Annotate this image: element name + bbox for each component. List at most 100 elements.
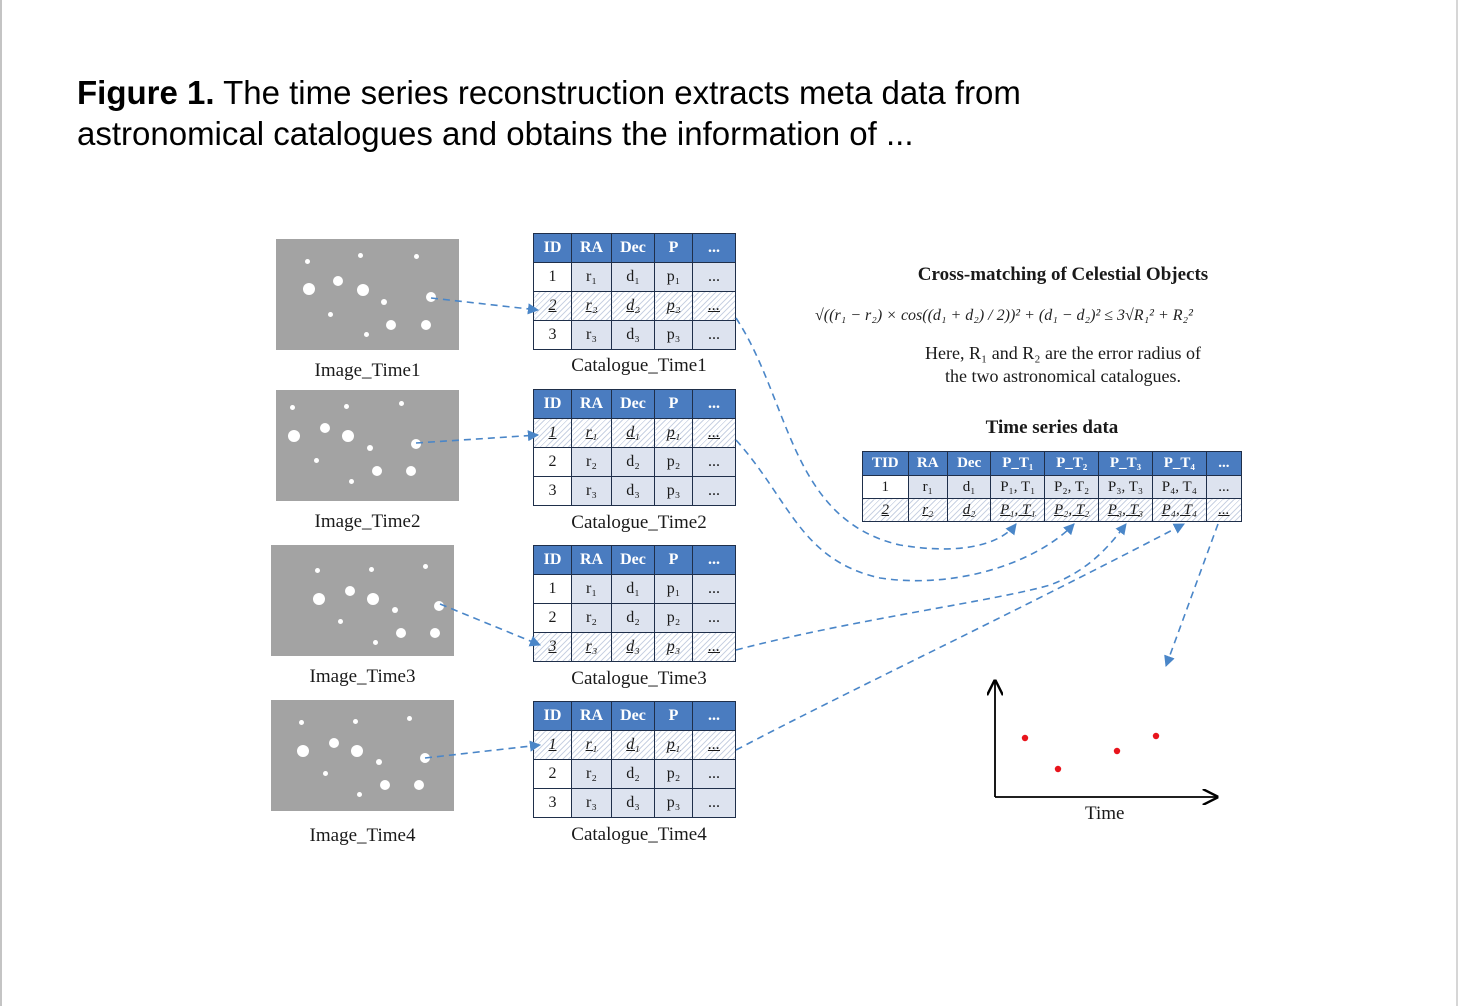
catalogue-cell: p₁ bbox=[654, 574, 693, 604]
catalogue-cell: ... bbox=[692, 320, 736, 350]
star bbox=[426, 292, 436, 302]
star bbox=[406, 466, 416, 476]
catalogue-cell: d₃ bbox=[611, 320, 655, 350]
catalogue-cell: d₁ bbox=[611, 262, 655, 292]
catalogue-cell: r₂ bbox=[571, 759, 612, 789]
sky-image-time1 bbox=[276, 239, 459, 350]
scatter-plot bbox=[995, 681, 1217, 797]
star bbox=[315, 568, 320, 573]
arrow-catalogue3-to-timeseries bbox=[735, 523, 1127, 651]
catalogue-cell: 2 bbox=[533, 603, 572, 633]
timeseries-cell: r₁ bbox=[907, 475, 948, 499]
arrow-image3-to-catalogue3 bbox=[439, 603, 542, 647]
star bbox=[430, 628, 440, 638]
catalogue-cell: r₁ bbox=[571, 730, 612, 760]
star bbox=[357, 284, 369, 296]
catalogue-cell: p₂ bbox=[654, 447, 693, 477]
catalogue-cell: r₂ bbox=[571, 447, 612, 477]
catalogue-cell: ... bbox=[692, 788, 736, 818]
star bbox=[305, 259, 310, 264]
timeseries-cell: P₁, T₁ bbox=[990, 498, 1046, 522]
catalogue-cell: ... bbox=[692, 476, 736, 506]
star bbox=[364, 332, 369, 337]
star bbox=[329, 738, 339, 748]
caption-text: The time series reconstruction extracts … bbox=[77, 74, 1021, 152]
catalogue-header-cell: ... bbox=[692, 233, 736, 263]
plot-x-label: Time bbox=[1085, 803, 1125, 824]
star bbox=[288, 430, 300, 442]
catalogue-cell: d₁ bbox=[611, 418, 655, 448]
star bbox=[369, 567, 374, 572]
star bbox=[414, 780, 424, 790]
star bbox=[392, 607, 398, 613]
catalogue-cell: d₂ bbox=[611, 447, 655, 477]
frame-border-right bbox=[1456, 0, 1458, 1006]
catalogue-cell: r₃ bbox=[571, 788, 612, 818]
timeseries-header-cell: Dec bbox=[946, 451, 992, 476]
star bbox=[367, 445, 373, 451]
crossmatch-note-line1: Here, R₁ and R₂ are the error radius of bbox=[925, 343, 1201, 363]
catalogue-cell: ... bbox=[692, 574, 736, 604]
timeseries-header-cell: RA bbox=[907, 451, 948, 476]
catalogue-cell: ... bbox=[692, 418, 736, 448]
star bbox=[342, 430, 354, 442]
catalogue-header-cell: RA bbox=[571, 701, 612, 731]
catalogue-header-cell: RA bbox=[571, 389, 612, 419]
arrow-image4-to-catalogue4 bbox=[424, 740, 542, 759]
timeseries-header-cell: P_T₄ bbox=[1151, 451, 1207, 476]
catalogue-header-cell: ... bbox=[692, 545, 736, 575]
catalogue-header-cell: ID bbox=[533, 233, 572, 263]
star bbox=[328, 312, 333, 317]
star bbox=[299, 720, 304, 725]
figure-caption: Figure 1. The time series reconstruction… bbox=[77, 72, 1177, 154]
catalogue-cell: ... bbox=[692, 262, 736, 292]
timeseries-cell: ... bbox=[1205, 475, 1243, 499]
timeseries-cell: ... bbox=[1205, 498, 1243, 522]
scatter-points bbox=[1021, 732, 1160, 773]
image-label-time4: Image_Time4 bbox=[309, 825, 416, 846]
catalogue-cell: d₁ bbox=[611, 574, 655, 604]
image-label-time1: Image_Time1 bbox=[314, 360, 421, 381]
catalogue-cell: p₁ bbox=[654, 730, 693, 760]
catalogue-header-cell: RA bbox=[571, 233, 612, 263]
catalogue-cell: 2 bbox=[533, 447, 572, 477]
arrow-image1-to-catalogue1 bbox=[430, 297, 540, 315]
star bbox=[399, 401, 404, 406]
caption-label: Figure 1. bbox=[77, 74, 215, 111]
catalogue-cell: r₃ bbox=[571, 632, 612, 662]
catalogue-cell: r₁ bbox=[571, 574, 612, 604]
catalogue-cell: p₃ bbox=[654, 632, 693, 662]
crossmatch-title: Cross-matching of Celestial Objects bbox=[917, 264, 1209, 285]
timeseries-header-cell: P_T₁ bbox=[990, 451, 1046, 476]
catalogue-label-time4: Catalogue_Time4 bbox=[571, 824, 707, 845]
catalogue-header-cell: P bbox=[654, 233, 693, 263]
arrow-catalogue4-to-timeseries bbox=[735, 523, 1185, 751]
star bbox=[353, 719, 358, 724]
timeseries-cell: P₃, T₃ bbox=[1098, 498, 1153, 522]
catalogue-cell: d₂ bbox=[611, 291, 655, 321]
catalogue-label-time1: Catalogue_Time1 bbox=[571, 355, 707, 376]
data-point bbox=[1113, 747, 1121, 755]
star bbox=[386, 320, 396, 330]
timeseries-cell: d₂ bbox=[946, 498, 992, 522]
catalogue-label-time3: Catalogue_Time3 bbox=[571, 668, 707, 689]
timeseries-cell: 1 bbox=[862, 475, 909, 499]
star bbox=[421, 320, 431, 330]
timeseries-header-cell: P_T₂ bbox=[1044, 451, 1100, 476]
catalogue-cell: ... bbox=[692, 730, 736, 760]
catalogue-cell: 1 bbox=[533, 262, 572, 292]
catalogue-cell: p₁ bbox=[654, 418, 693, 448]
